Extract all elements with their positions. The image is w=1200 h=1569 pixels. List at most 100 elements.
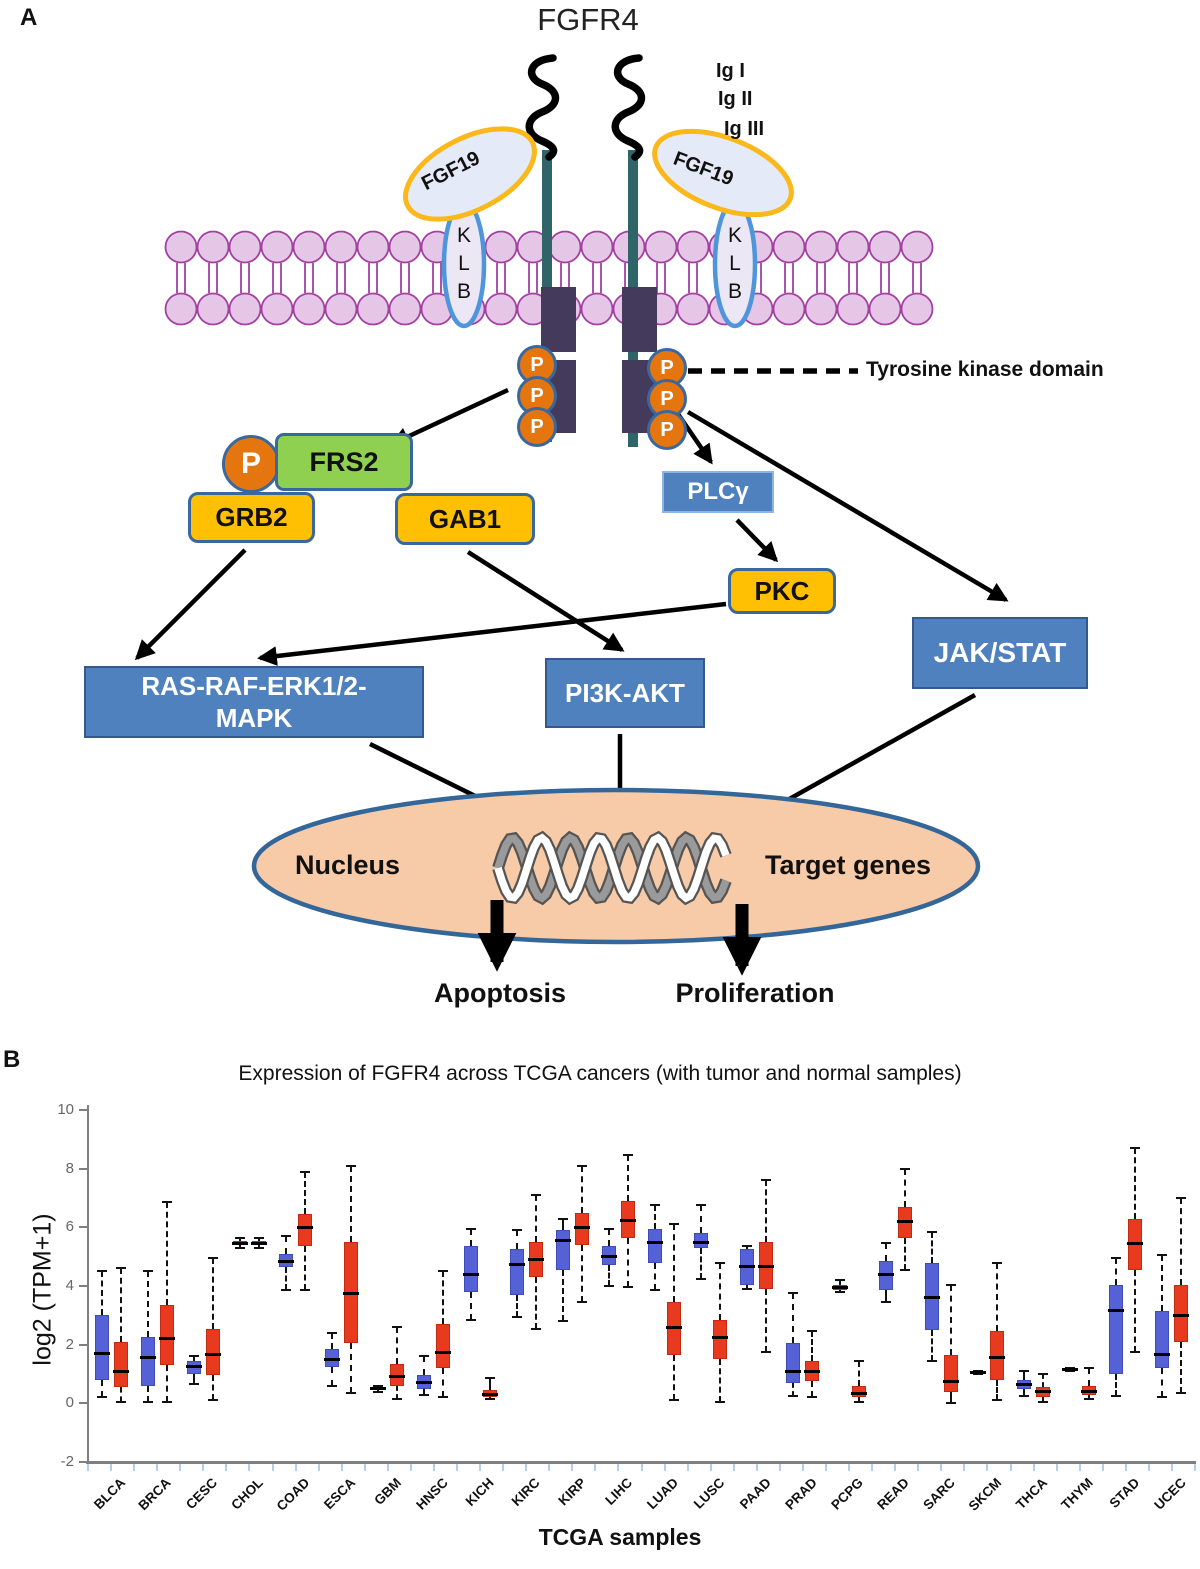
whisker-cap-bottom	[1176, 1392, 1187, 1395]
median-line	[739, 1265, 756, 1269]
whisker-upper	[561, 1218, 564, 1231]
whisker-lower	[903, 1237, 906, 1270]
whisker-lower	[1134, 1269, 1137, 1352]
whisker-cap-bottom	[788, 1395, 799, 1397]
whisker-lower	[534, 1277, 537, 1329]
median-line	[647, 1240, 664, 1244]
whisker-cap-bottom	[880, 1301, 891, 1304]
whisker-cap-bottom	[1084, 1397, 1095, 1400]
whisker-upper	[838, 1280, 841, 1285]
whisker-cap-bottom	[188, 1383, 199, 1386]
whisker-upper	[626, 1155, 629, 1201]
whisker-upper	[211, 1258, 214, 1329]
whisker-upper	[1134, 1148, 1137, 1219]
whisker-cap-bottom	[834, 1290, 845, 1293]
whisker-cap-bottom	[438, 1396, 449, 1399]
whisker-cap-top	[834, 1279, 845, 1282]
klb-ellipses	[441, 199, 758, 329]
whisker-lower	[626, 1237, 629, 1288]
x-category-text: GBM	[371, 1475, 405, 1508]
median-line	[1062, 1368, 1079, 1372]
whisker-cap-top	[142, 1270, 153, 1273]
x-tick	[755, 1464, 758, 1471]
whisker-upper	[700, 1205, 703, 1234]
whisker-cap-top	[1084, 1367, 1095, 1370]
box-blue	[648, 1228, 663, 1263]
box-red	[943, 1354, 958, 1392]
x-tick	[732, 1464, 735, 1471]
whisker-cap-bottom	[300, 1289, 311, 1292]
whisker-upper	[285, 1236, 288, 1254]
x-tick	[386, 1464, 389, 1471]
whisker-lower	[719, 1359, 722, 1402]
whisker-cap-bottom	[1111, 1395, 1122, 1397]
whisker-cap-top	[373, 1384, 384, 1387]
x-category-text: THCA	[1013, 1475, 1051, 1513]
whisker-upper	[331, 1332, 334, 1350]
median-line	[416, 1381, 433, 1385]
whisker-cap-bottom	[945, 1402, 956, 1405]
y-tick-label: 6	[65, 1218, 74, 1236]
whisker-upper	[746, 1246, 749, 1250]
dna-helix	[492, 830, 732, 906]
x-tick	[640, 1464, 643, 1471]
whisker-cap-bottom	[484, 1397, 495, 1400]
whisker-upper	[765, 1180, 768, 1242]
whisker-upper	[1180, 1198, 1183, 1285]
whisker-cap-top	[419, 1355, 430, 1358]
node-frs2: FRS2	[275, 433, 413, 491]
x-category-text: THYM	[1058, 1475, 1097, 1513]
median-line	[988, 1356, 1005, 1360]
x-category-text: READ	[874, 1475, 912, 1513]
x-tick	[271, 1464, 274, 1471]
x-tick	[548, 1464, 551, 1471]
kinase-domain-label: Tyrosine kinase domain	[866, 358, 1104, 381]
whisker-cap-top	[761, 1179, 772, 1182]
y-axis-line	[87, 1105, 89, 1463]
whisker-lower	[561, 1269, 564, 1322]
whisker-cap-bottom	[234, 1246, 245, 1249]
x-tick	[156, 1464, 159, 1471]
x-category-text: BLCA	[90, 1475, 128, 1513]
x-tick	[225, 1464, 228, 1471]
box-red	[113, 1341, 128, 1388]
whisker-lower	[442, 1368, 445, 1398]
x-category-text: LUAD	[644, 1475, 682, 1513]
whisker-cap-top	[511, 1229, 522, 1232]
x-category-text: ESCA	[321, 1475, 359, 1513]
y-tick	[79, 1402, 87, 1405]
whisker-lower	[423, 1388, 426, 1395]
x-category-text: CESC	[182, 1475, 220, 1513]
whisker-cap-top	[576, 1164, 587, 1167]
whisker-cap-top	[1111, 1257, 1122, 1260]
whisker-upper	[488, 1378, 491, 1391]
whisker-cap-bottom	[115, 1400, 126, 1403]
node-jak-stat: JAK/STAT	[912, 617, 1088, 689]
x-category-text: LIHC	[602, 1475, 636, 1508]
median-line	[139, 1356, 156, 1360]
whisker-upper	[857, 1360, 860, 1386]
median-line	[185, 1365, 202, 1369]
whisker-upper	[930, 1231, 933, 1263]
whisker-cap-top	[392, 1326, 403, 1329]
whisker-cap-bottom	[346, 1392, 357, 1395]
whisker-upper	[884, 1243, 887, 1262]
median-line	[600, 1255, 617, 1259]
whisker-lower	[1023, 1388, 1026, 1396]
median-line	[112, 1369, 129, 1373]
whisker-lower	[1088, 1394, 1091, 1399]
whisker-lower	[165, 1365, 168, 1402]
node-ras-raf-erk-mapk: RAS-RAF-ERK1/2- MAPK	[84, 666, 424, 738]
node-plc-gamma: PLCγ	[662, 471, 774, 513]
whisker-cap-top	[1019, 1370, 1030, 1373]
whisker-cap-bottom	[853, 1400, 864, 1403]
whisker-cap-top	[650, 1204, 661, 1207]
whisker-upper	[423, 1356, 426, 1376]
fgf19-ellipses	[403, 126, 794, 222]
whisker-lower	[884, 1290, 887, 1303]
x-category-text: SKCM	[965, 1475, 1005, 1514]
ig2-label: Ig II	[718, 88, 753, 110]
x-tick	[202, 1464, 205, 1471]
median-line	[1108, 1309, 1125, 1313]
whisker-upper	[304, 1171, 307, 1215]
